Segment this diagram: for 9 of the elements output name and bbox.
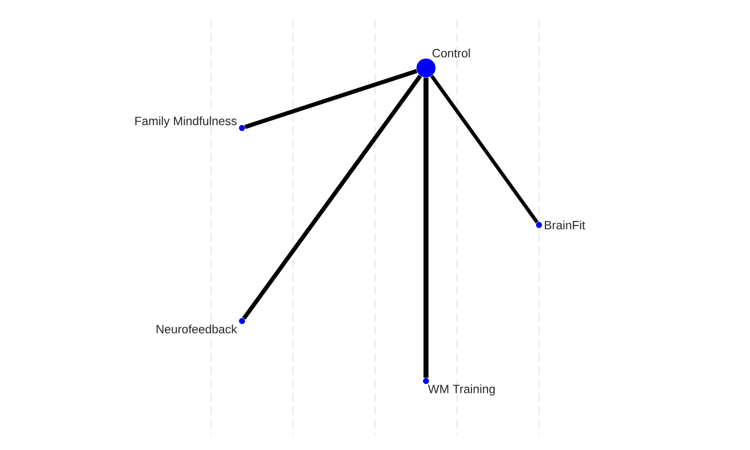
node-label: BrainFit [544,220,586,230]
edge-line [244,69,418,129]
node-label: Neurofeedback [156,324,238,334]
edge-line [242,74,422,320]
edge-line [430,74,539,224]
edge-line [424,78,428,378]
node-label: Family Mindfulness [135,116,237,128]
node-label: Control [432,48,470,58]
node-label: WM Training [428,384,495,396]
